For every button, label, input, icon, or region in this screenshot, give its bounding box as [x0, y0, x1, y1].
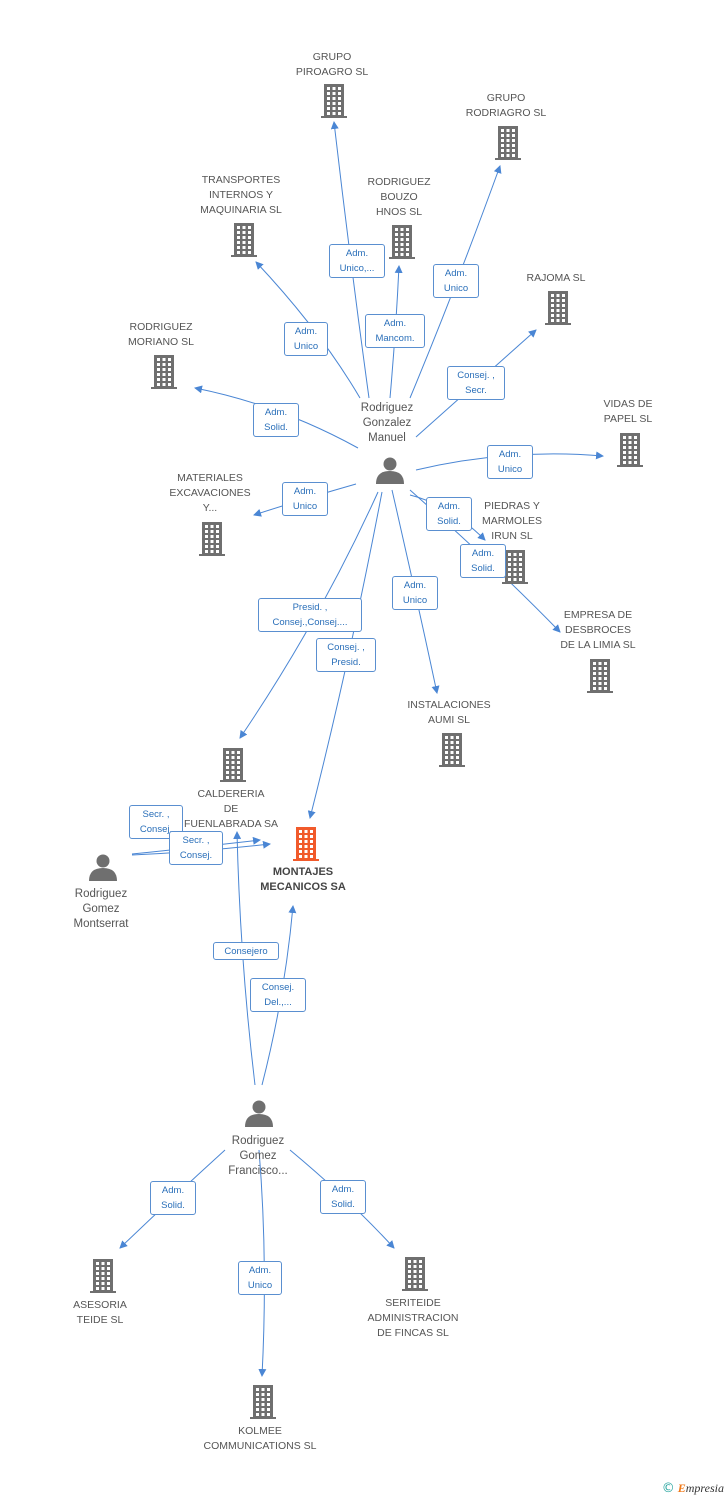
building-icon[interactable]: [502, 550, 528, 584]
node-label-moriano[interactable]: RODRIGUEZ MORIANO SL: [128, 321, 194, 348]
building-icon[interactable]: [587, 659, 613, 693]
edge-label-manuel-to-vidas[interactable]: Adm. Unico: [487, 445, 533, 479]
edge-label-manuel-to-bouzo[interactable]: Adm. Mancom.: [365, 314, 425, 348]
brand-name: mpresia: [685, 1481, 724, 1495]
edge-label-francisco-to-montajes[interactable]: Consej. Del.,...: [250, 978, 306, 1012]
building-icon[interactable]: [321, 84, 347, 118]
edge-label-francisco-to-kolmee[interactable]: Adm. Unico: [238, 1261, 282, 1295]
node-label-piedras[interactable]: PIEDRAS Y MARMOLES IRUN SL: [481, 500, 543, 542]
building-icon[interactable]: [90, 1259, 116, 1293]
person-icon[interactable]: [376, 457, 404, 485]
edge-label-montserrat-to-caldereria[interactable]: Secr. , Consej.: [129, 805, 183, 839]
node-label-montajes[interactable]: MONTAJES MECANICOS SA: [260, 866, 346, 893]
node-label-manuel[interactable]: Rodriguez Gonzalez Manuel: [360, 402, 414, 444]
node-label-transportes[interactable]: TRANSPORTES INTERNOS Y MAQUINARIA SL: [200, 174, 282, 216]
building-icon[interactable]: [220, 748, 246, 782]
building-icon[interactable]: [250, 1385, 276, 1419]
edge-label-manuel-to-moriano[interactable]: Adm. Solid.: [253, 403, 299, 437]
node-label-montserrat[interactable]: Rodriguez Gomez Montserrat: [73, 888, 129, 930]
edge-label-montserrat-to-montajes[interactable]: Secr. , Consej.: [169, 831, 223, 865]
edge-label-manuel-to-rodriagro[interactable]: Adm. Unico: [433, 264, 479, 298]
building-icon[interactable]: [151, 355, 177, 389]
edge-label-manuel-to-piroagro[interactable]: Adm. Unico,...: [329, 244, 385, 278]
node-label-seriteide[interactable]: SERITEIDE ADMINISTRACION DE FINCAS SL: [367, 1297, 459, 1339]
building-icon[interactable]: [199, 522, 225, 556]
building-icon[interactable]: [402, 1257, 428, 1291]
node-label-piroagro[interactable]: GRUPO PIROAGRO SL: [295, 51, 369, 78]
copyright-symbol: ©: [661, 1481, 675, 1496]
node-label-materiales[interactable]: MATERIALES EXCAVACIONES Y...: [169, 472, 251, 514]
edge-label-francisco-to-asesoria[interactable]: Adm. Solid.: [150, 1181, 196, 1215]
node-label-kolmee[interactable]: KOLMEE COMMUNICATIONS SL: [203, 1425, 317, 1452]
node-label-bouzo[interactable]: RODRIGUEZ BOUZO HNOS SL: [367, 176, 431, 218]
edge-label-manuel-to-caldereria[interactable]: Presid. , Consej.,Consej....: [258, 598, 362, 632]
edge-label-manuel-to-desbroces[interactable]: Adm. Solid.: [460, 544, 506, 578]
edge-label-manuel-to-montajes[interactable]: Consej. , Presid.: [316, 638, 376, 672]
edge-label-manuel-to-instalaciones[interactable]: Adm. Unico: [392, 576, 438, 610]
building-icon[interactable]: [231, 223, 257, 257]
node-label-caldereria[interactable]: CALDERERIA DE FUENLABRADA SA: [184, 788, 278, 830]
brand-initial: E: [677, 1481, 686, 1495]
building-icon[interactable]: [439, 733, 465, 767]
node-label-rajoma[interactable]: RAJOMA SL: [526, 272, 586, 284]
empresia-logo: © Empresia: [662, 1481, 724, 1496]
edge-label-manuel-to-transportes[interactable]: Adm. Unico: [284, 322, 328, 356]
person-icon[interactable]: [89, 854, 117, 882]
node-label-desbroces[interactable]: EMPRESA DE DESBROCES DE LA LIMIA SL: [560, 609, 636, 651]
node-label-asesoria[interactable]: ASESORIA TEIDE SL: [73, 1299, 127, 1326]
person-icon[interactable]: [245, 1100, 273, 1128]
node-label-vidas[interactable]: VIDAS DE PAPEL SL: [603, 398, 653, 425]
building-icon[interactable]: [293, 827, 319, 861]
edge-label-manuel-to-piedras[interactable]: Adm. Solid.: [426, 497, 472, 531]
edge-label-francisco-to-seriteide[interactable]: Adm. Solid.: [320, 1180, 366, 1214]
edge-label-manuel-to-rajoma[interactable]: Consej. , Secr.: [447, 366, 505, 400]
building-icon[interactable]: [389, 225, 415, 259]
node-label-rodriagro[interactable]: GRUPO RODRIAGRO SL: [465, 92, 547, 119]
node-label-francisco[interactable]: Rodriguez Gomez Francisco...: [228, 1135, 288, 1177]
node-label-instalaciones[interactable]: INSTALACIONES AUMI SL: [407, 699, 491, 726]
building-icon[interactable]: [617, 433, 643, 467]
edge-label-francisco-to-caldereria[interactable]: Consejero: [213, 942, 279, 960]
edge-label-manuel-to-materiales[interactable]: Adm. Unico: [282, 482, 328, 516]
building-icon[interactable]: [545, 291, 571, 325]
building-icon[interactable]: [495, 126, 521, 160]
